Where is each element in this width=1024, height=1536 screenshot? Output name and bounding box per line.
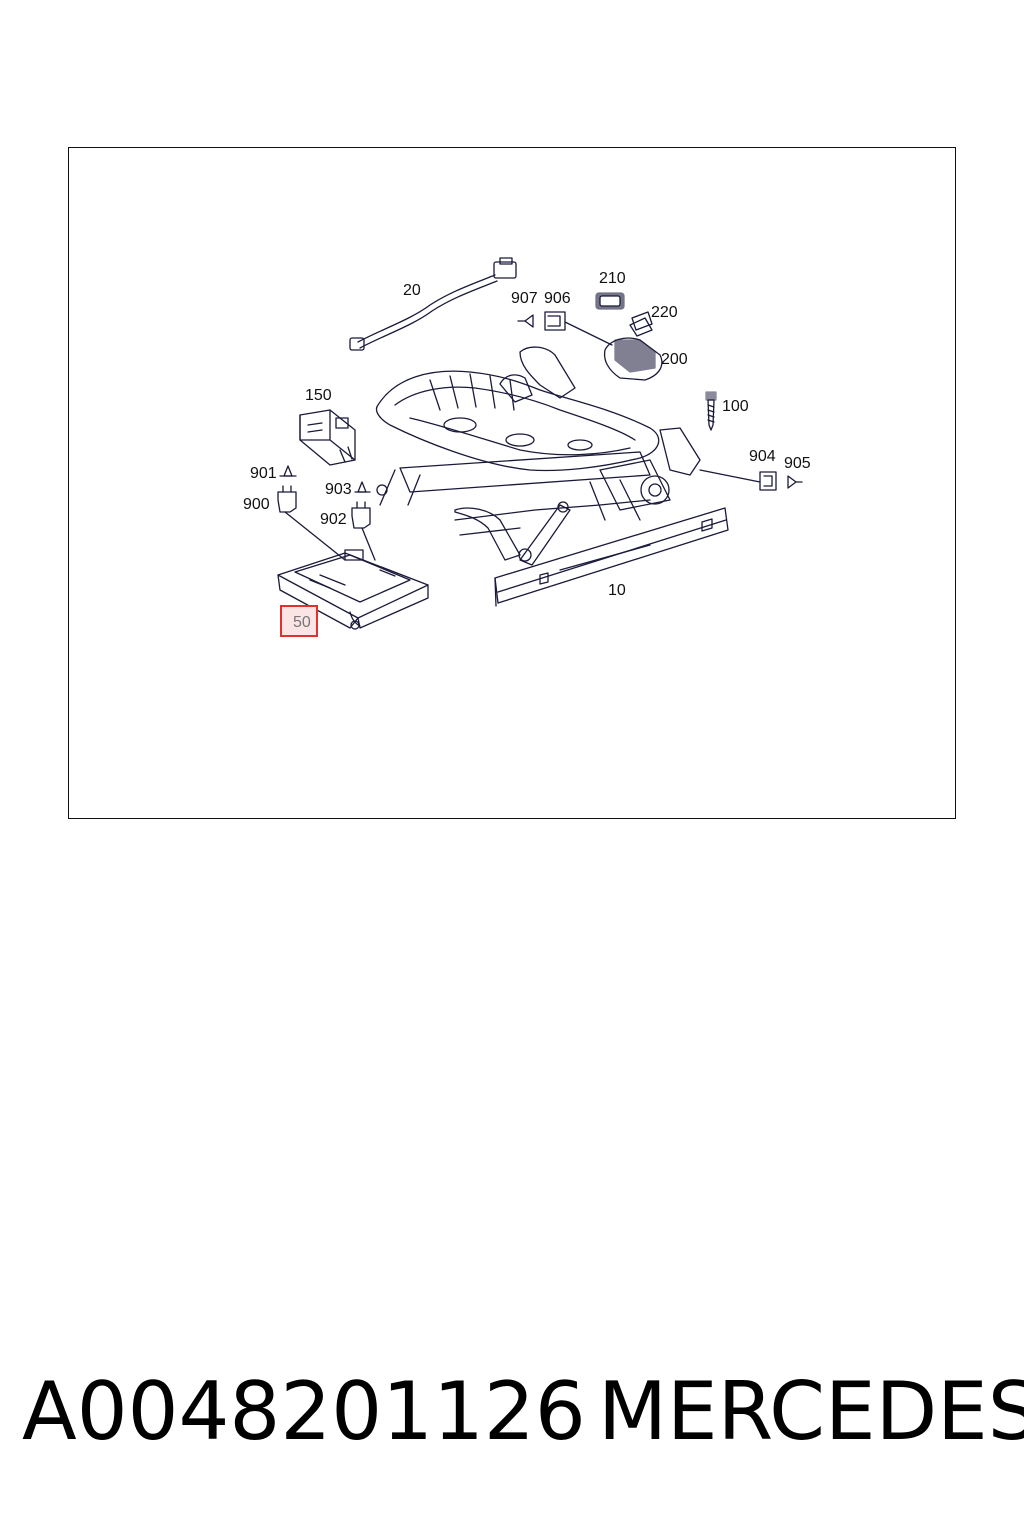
callout-904: 904 <box>749 448 776 465</box>
part-906-907-plug <box>517 311 613 346</box>
callout-20: 20 <box>403 282 421 299</box>
part-220-clip <box>631 311 653 331</box>
callout-905: 905 <box>784 455 811 472</box>
callout-901: 901 <box>250 465 277 482</box>
callout-906: 906 <box>544 290 571 307</box>
callout-900: 900 <box>243 496 270 513</box>
part-20-wiring-harness <box>349 257 517 351</box>
callout-10: 10 <box>608 582 626 599</box>
callout-903: 903 <box>325 481 352 498</box>
part-900-901-plug <box>277 465 346 561</box>
part-904-905-plug <box>699 469 803 491</box>
part-200-switch-housing <box>603 317 663 381</box>
part-number: A0048201126 <box>22 1365 586 1458</box>
brand-name: MERCEDES <box>598 1365 1024 1458</box>
callout-902: 902 <box>320 511 347 528</box>
part-10-seat-rail <box>494 507 729 607</box>
seat-frame <box>375 346 701 566</box>
highlight-box-50 <box>280 605 318 637</box>
part-150-component <box>299 409 356 466</box>
callout-210: 210 <box>599 270 626 287</box>
part-210-connector <box>595 292 625 310</box>
callout-200: 200 <box>661 351 688 368</box>
part-902-903-plug <box>351 481 376 561</box>
callout-100: 100 <box>722 398 749 415</box>
callout-907: 907 <box>511 290 538 307</box>
callout-150: 150 <box>305 387 332 404</box>
part-50-control-unit <box>277 549 429 630</box>
callout-50-highlighted[interactable]: 50 <box>293 614 311 631</box>
callout-220: 220 <box>651 304 678 321</box>
part-100-screw <box>705 391 717 431</box>
